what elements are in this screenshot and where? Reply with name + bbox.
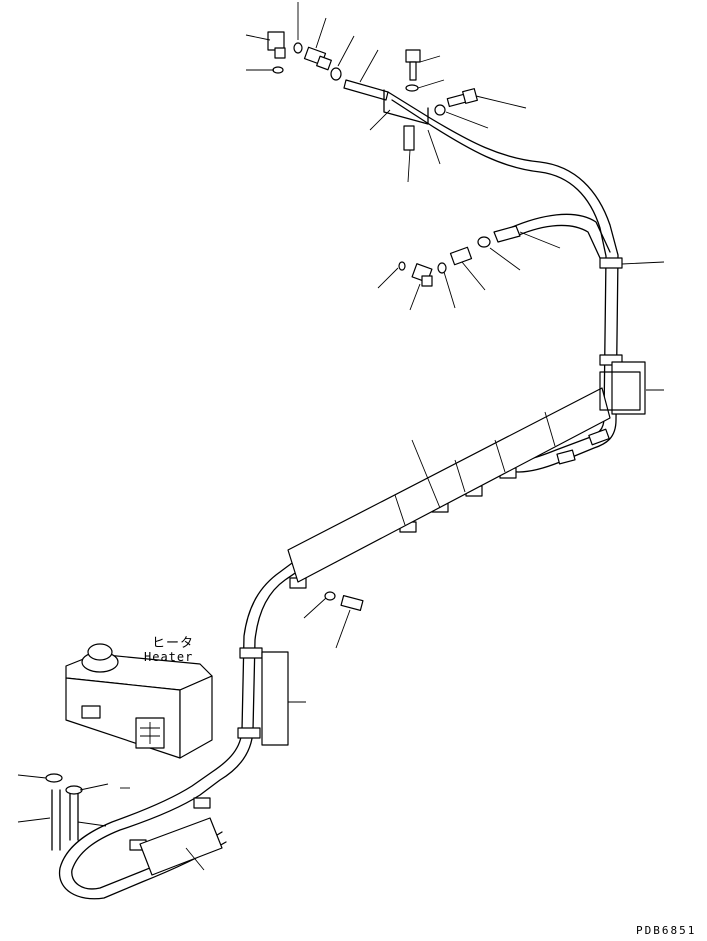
elbow-fitting-icon	[267, 31, 286, 59]
clamp-icon	[65, 785, 83, 795]
heater-label-japanese: ヒータ	[152, 636, 195, 651]
connector-fitting-icon	[449, 246, 473, 266]
o-ring-icon	[272, 66, 284, 74]
heater-unit	[45, 643, 213, 851]
washer-icon	[330, 67, 342, 81]
elbow-fitting-icon	[411, 263, 433, 287]
leader-lines	[17, 2, 665, 871]
washer-icon	[434, 104, 446, 116]
drawing-code: PDB6851	[636, 924, 697, 937]
middle-fittings	[398, 225, 521, 287]
washer-icon	[405, 84, 419, 92]
hose-clamp-icon	[477, 236, 491, 248]
heater-label-english: Heater	[144, 650, 194, 664]
o-ring-icon	[437, 262, 447, 274]
washer-icon	[324, 591, 336, 601]
bracket-icon	[383, 89, 429, 151]
mount-bolt	[324, 591, 364, 612]
o-ring-icon	[398, 261, 406, 271]
connector-fitting-icon	[303, 46, 332, 71]
hose-end-icon	[493, 225, 521, 243]
hose-guards	[139, 361, 646, 876]
tube-icon	[343, 79, 389, 101]
clamp-icon	[45, 773, 63, 783]
hose-clamps	[129, 257, 623, 851]
heater-hose-pair	[58, 91, 619, 900]
top-fittings	[267, 31, 478, 151]
bolt-icon	[405, 49, 421, 81]
o-ring-icon	[293, 42, 303, 54]
side-bolt-icon	[446, 88, 478, 108]
